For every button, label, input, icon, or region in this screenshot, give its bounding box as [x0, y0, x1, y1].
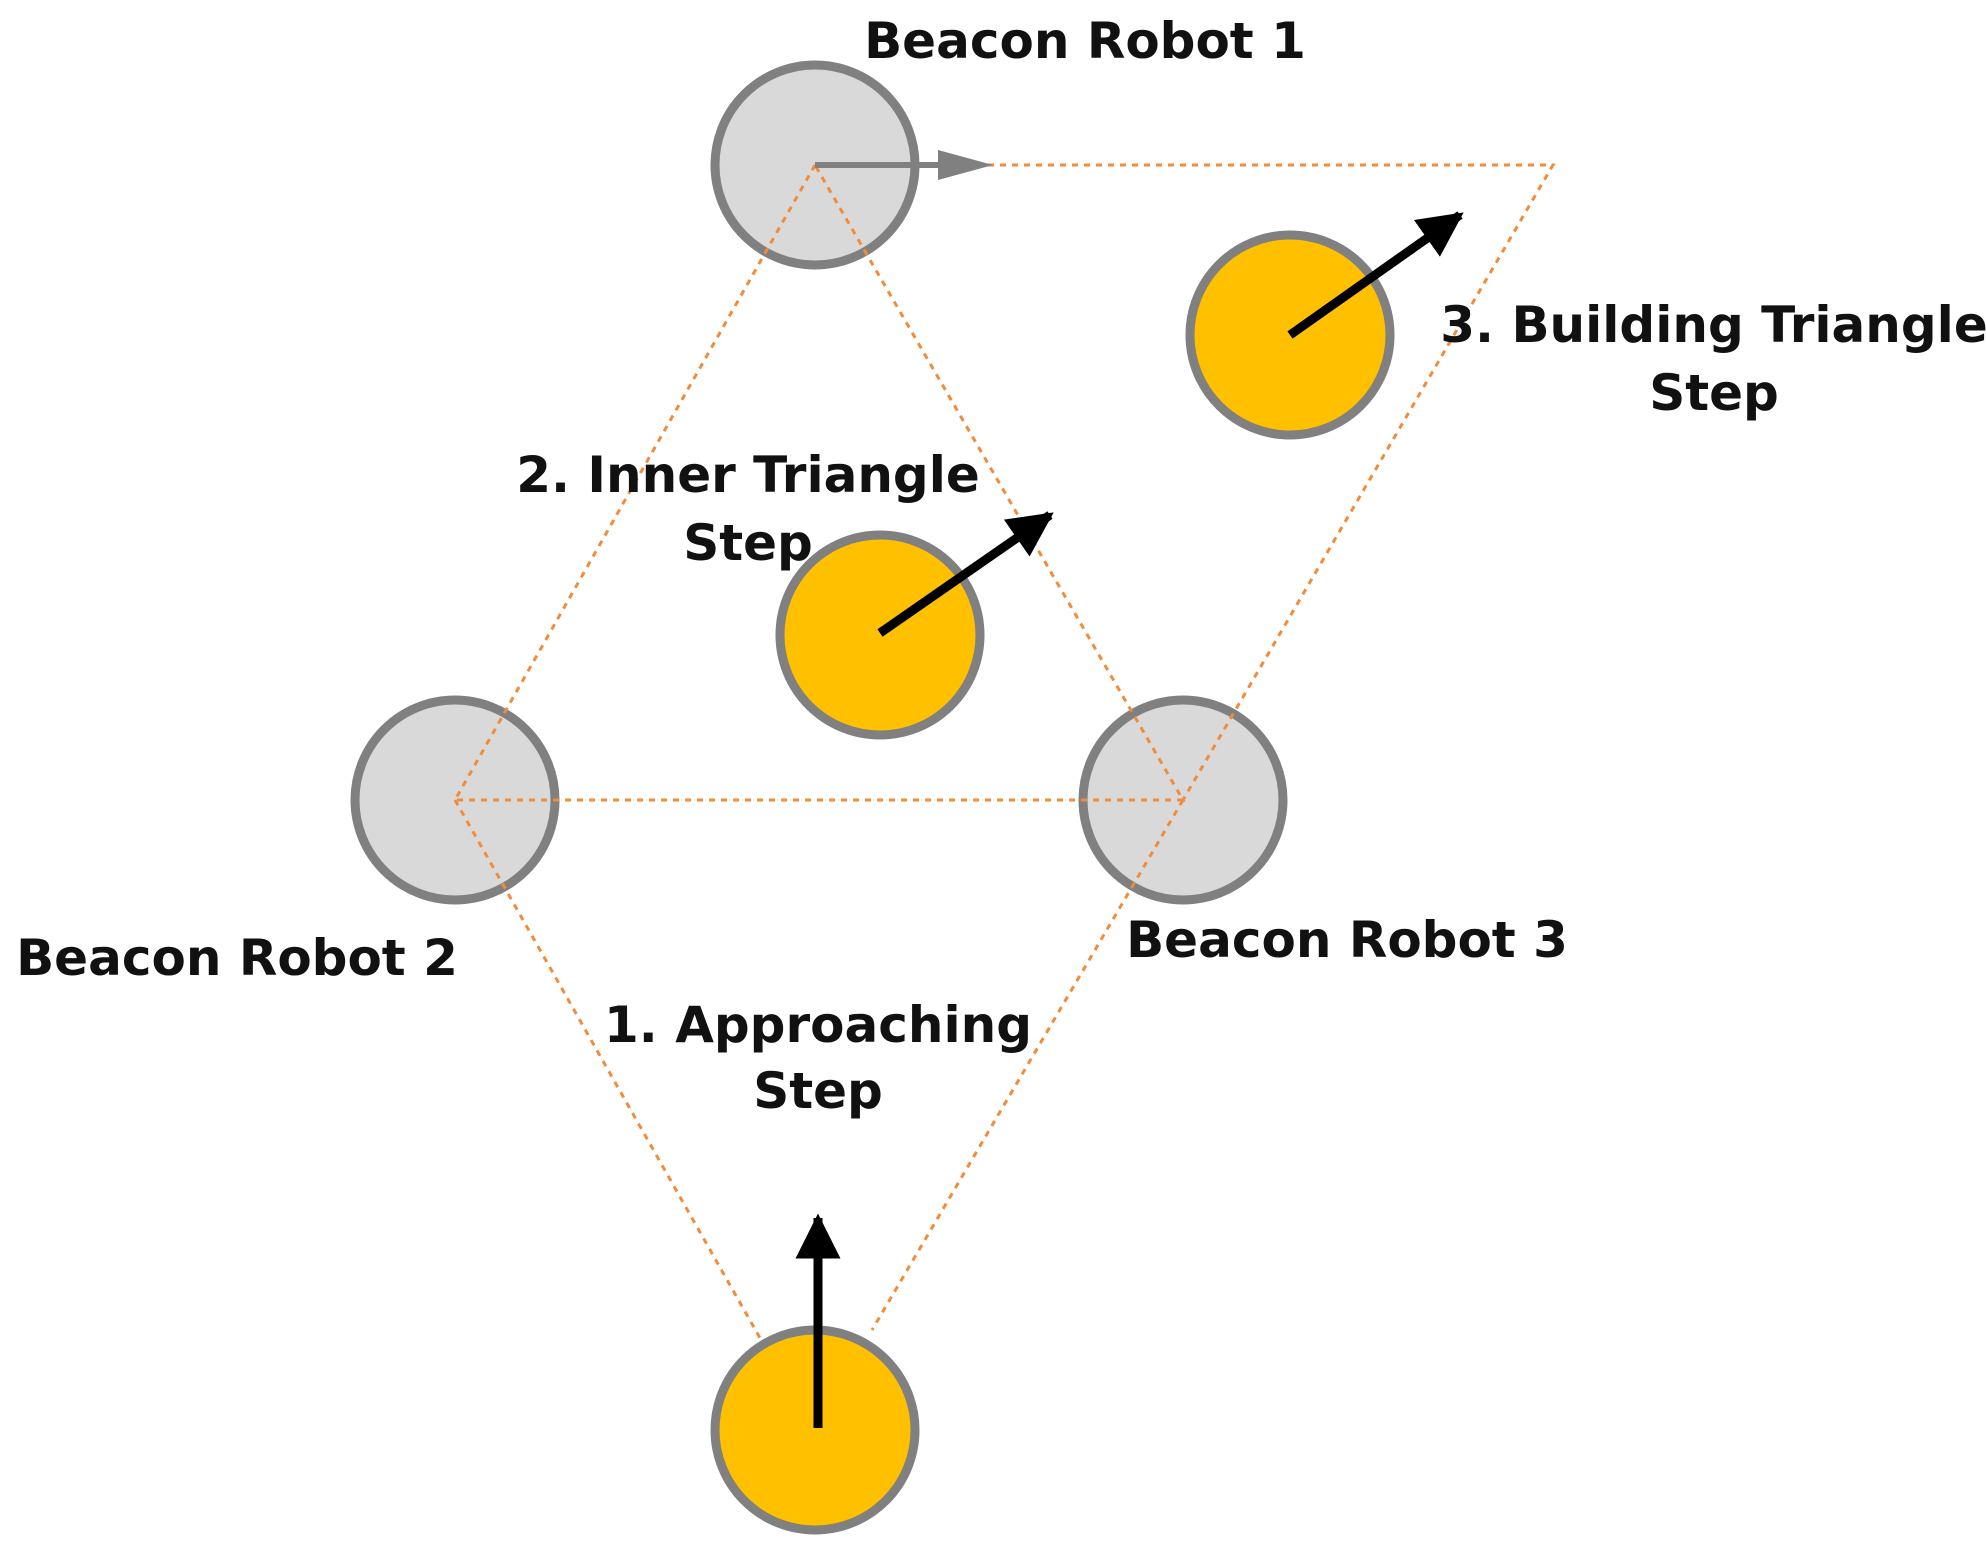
mobile-robot-inner-triangle — [775, 530, 985, 740]
building-triangle-step-label-line1: 3. Building Triangle — [1440, 296, 1986, 354]
beacon-robot-3-label: Beacon Robot 3 — [1126, 911, 1568, 969]
inner-triangle-step-label-line1: 2. Inner Triangle — [516, 446, 980, 504]
beacon-robot-1-label: Beacon Robot 1 — [864, 12, 1306, 70]
building-triangle-outline — [988, 163, 1556, 801]
approaching-step-label-line2: Step — [753, 1062, 883, 1120]
beacon-1-heading-arrow-head — [938, 150, 993, 180]
beacon-robot-2-label: Beacon Robot 2 — [16, 929, 458, 987]
building-triangle-step-label-line2: Step — [1649, 364, 1779, 422]
inner-triangle-step-label-line2: Step — [683, 514, 813, 572]
building-triangle-motion-arrow — [1287, 211, 1464, 339]
inner-triangle-motion-arrow — [877, 511, 1054, 637]
inner-triangle-outline — [452, 161, 1186, 802]
approaching-step-label-line1: 1. Approaching — [604, 996, 1032, 1054]
